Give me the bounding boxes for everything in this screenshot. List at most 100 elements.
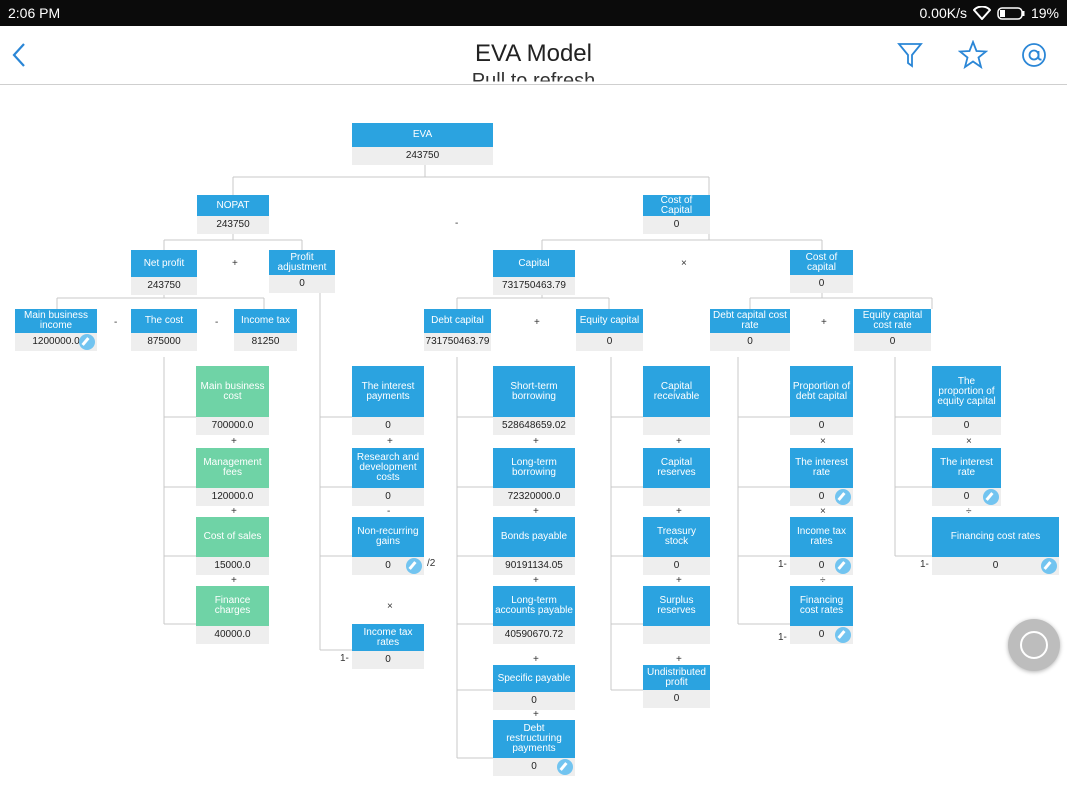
favorite-button[interactable] [956,38,990,72]
node-undist[interactable]: Undistributed profit 0 [643,665,710,708]
node-value-text: 0 [385,420,391,431]
node-value-text: 40590670.72 [504,629,564,640]
node-label: Capital reserves [643,448,710,488]
star-icon [958,40,988,70]
edit-pencil-icon[interactable] [835,627,851,643]
edit-pencil-icon[interactable] [79,334,95,350]
pull-to-refresh: Pull to refresh [471,70,596,92]
operator-pec-times: × [966,436,972,447]
node-value: 90191134.05 [493,557,575,575]
node-fcr1[interactable]: Financing cost rates 0 [790,586,853,644]
node-capr[interactable]: Capital receivable [643,366,710,435]
node-label: Capital receivable [643,366,710,417]
operator-one-minus-itr2: 1- [778,632,787,643]
operator-int-plus: + [387,436,393,447]
node-label: The interest rate [932,448,1001,488]
operator-mbc-plus: + [231,436,237,447]
filter-button[interactable] [893,38,927,72]
operator-cap-times: × [681,258,687,269]
node-label: Financing cost rates [790,586,853,626]
node-value-text: 0 [818,420,825,431]
node-value: 243750 [197,216,269,234]
edit-pencil-icon[interactable] [983,489,999,505]
node-label: Debt capital [424,309,491,333]
node-value-text: 0 [673,693,680,704]
node-value-text: 40000.0 [214,629,251,640]
operator-dccr-plus: + [821,317,827,328]
node-value: 0 [643,690,710,708]
node-value-text: 0 [818,629,825,640]
node-label: Profit adjustment [269,250,335,275]
node-value-text: 0 [673,560,680,571]
node-surplus[interactable]: Surplus reserves [643,586,710,644]
node-value: 120000.0 [196,488,269,506]
operator-one-minus-itr: 1- [340,653,349,664]
back-button[interactable] [2,38,36,72]
edit-pencil-icon[interactable] [557,759,573,775]
node-value: 0 [932,488,1001,506]
floating-action-button[interactable] [1008,619,1060,671]
operator-capr-plus: + [676,436,682,447]
node-value: 1200000.0 [15,333,97,351]
node-value: 243750 [352,147,493,165]
edit-pencil-icon[interactable] [1041,558,1057,574]
edit-pencil-icon[interactable] [406,558,422,574]
share-button[interactable] [1017,38,1051,72]
filter-icon [897,43,923,68]
node-value [643,488,710,506]
app-bar: EVA Model [0,26,1067,85]
node-label: Bonds payable [493,517,575,557]
node-value-text: 0 [818,278,825,289]
node-label: Undistributed profit [643,665,710,690]
node-intrate2[interactable]: The interest rate 0 [932,448,1001,506]
node-capres[interactable]: Capital reserves [643,448,710,506]
edit-pencil-icon[interactable] [835,489,851,505]
node-value-text: 0 [385,491,391,502]
edit-pencil-icon[interactable] [835,558,851,574]
node-label: Net profit [131,250,197,277]
operator-rnd-minus: - [387,506,391,517]
node-value [643,417,710,435]
node-label: Cost of sales [196,517,269,557]
node-value: 0 [932,417,1001,435]
node-value: 0 [352,557,424,575]
operator-stb-plus: + [533,436,539,447]
node-label: Main business cost [196,366,269,417]
node-value-text: 0 [963,491,970,502]
